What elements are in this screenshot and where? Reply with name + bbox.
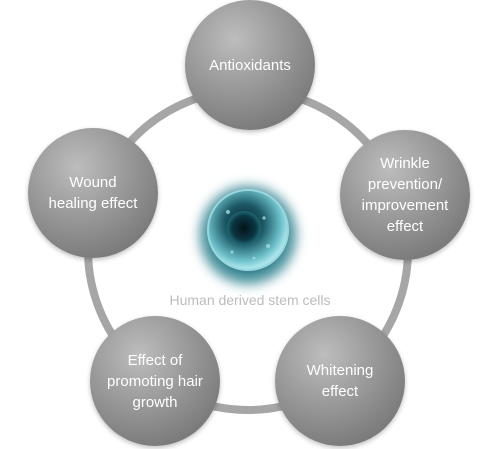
node-wrinkle-label: Wrinkle prevention/ improvement effect bbox=[361, 155, 449, 235]
node-wound-healing: Wound healing effect bbox=[28, 128, 158, 258]
node-antioxidants-label: Antioxidants bbox=[209, 56, 291, 74]
node-hair-label: Effect of promoting hair growth bbox=[107, 351, 203, 411]
node-whitening-label: Whitening effect bbox=[306, 362, 374, 400]
stem-cell-image bbox=[190, 176, 306, 294]
node-antioxidants: Antioxidants bbox=[185, 0, 315, 130]
node-whitening-effect: Whitening effect bbox=[275, 316, 405, 446]
center-caption: Human derived stem cells bbox=[169, 292, 331, 308]
node-hair-growth: Effect of promoting hair growth bbox=[90, 316, 220, 446]
node-wound-label: Wound healing effect bbox=[48, 174, 138, 212]
node-wrinkle-prevention: Wrinkle prevention/ improvement effect bbox=[340, 130, 470, 260]
